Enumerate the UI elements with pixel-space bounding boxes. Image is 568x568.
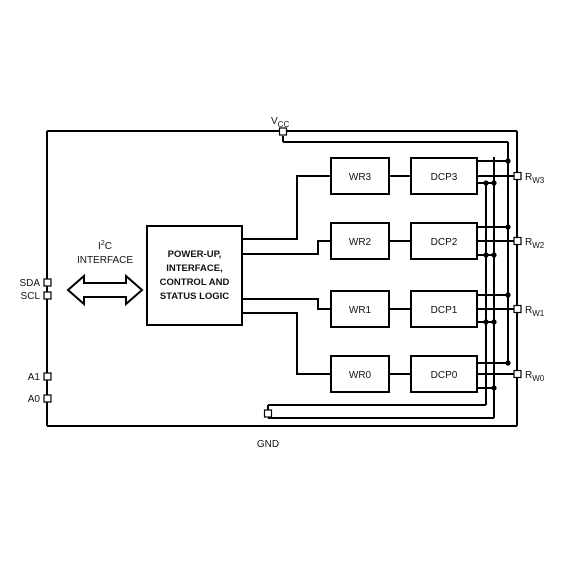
a1-pin-label: A1 [28,372,41,383]
vcc-pin: VCC [271,116,289,136]
gnd-pin: GND [257,409,279,450]
dcp3-label: DCP3 [431,172,458,183]
svg-text:I2C: I2C [98,240,112,252]
logic-connections [242,175,331,375]
bus-wires [267,136,509,419]
right-pins: RW3 RW2 RW1 RW0 [513,171,545,383]
dcp0-label: DCP0 [431,370,458,381]
rw2-label: RW2 [525,237,545,250]
interface-word: INTERFACE [77,255,133,266]
i2c-interface-label: I2C INTERFACE [77,240,133,266]
wr2-label: WR2 [349,237,372,248]
rw3-label: RW3 [525,172,545,185]
wr3-label: WR3 [349,172,372,183]
a0-pin-label: A0 [28,394,41,405]
wr0-label: WR0 [349,370,372,381]
dcp2-label: DCP2 [431,237,458,248]
logic-line-3: CONTROL AND [160,277,230,288]
logic-line-1: POWER-UP, [168,249,222,260]
dcp1-label: DCP1 [431,305,458,316]
i2c-arrow-icon [66,273,144,307]
logic-line-4: STATUS LOGIC [160,291,229,302]
rw1-label: RW1 [525,305,545,318]
sda-pin-label: SDA [19,278,40,289]
logic-line-2: INTERFACE, [166,263,222,274]
wr-dcp-connections [389,175,411,375]
rw0-label: RW0 [525,370,545,383]
left-pins: SDA SCL A1 A0 [19,278,52,405]
vcc-label: VCC [271,116,289,129]
gnd-label: GND [257,439,279,450]
wr1-label: WR1 [349,305,372,316]
logic-block: POWER-UP, INTERFACE, CONTROL AND STATUS … [146,225,243,326]
wr-registers: WR3 WR2 WR1 WR0 [330,157,390,393]
junction-dots [483,158,511,391]
dcp-blocks: DCP3 DCP2 DCP1 DCP0 [410,157,478,393]
scl-pin-label: SCL [21,291,41,302]
